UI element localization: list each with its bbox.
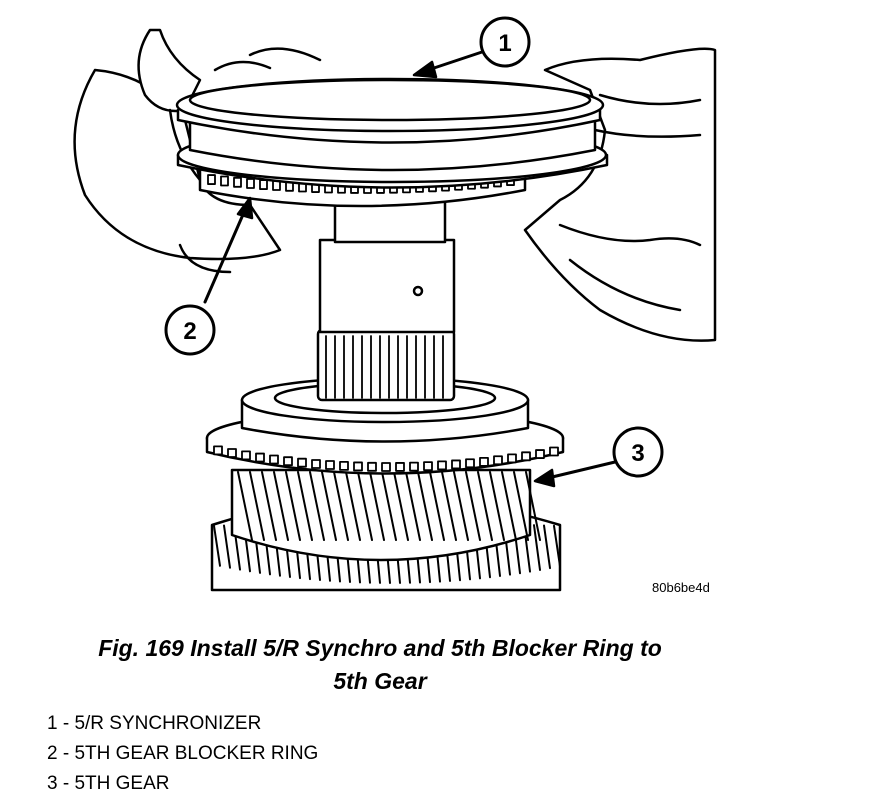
callout-3 — [612, 426, 664, 478]
right-hand — [523, 47, 717, 342]
callout-1-label: 1 — [498, 30, 511, 57]
callout-3-label: 3 — [631, 440, 644, 467]
callout-2 — [164, 304, 216, 356]
figure-caption: Fig. 169 Install 5/R Synchro and 5th Blo… — [0, 632, 760, 698]
legend-item: 1 - 5/R SYNCHRONIZER — [47, 713, 262, 734]
callout-leaders — [203, 50, 617, 488]
synchronizer — [175, 77, 609, 208]
legend-item: 2 - 5TH GEAR BLOCKER RING — [47, 743, 319, 764]
callout-2-label: 2 — [183, 318, 196, 345]
legend-item: 3 - 5TH GEAR — [47, 773, 170, 794]
caption-line-2: 5th Gear — [333, 668, 427, 694]
figure-id: 80b6be4d — [652, 580, 710, 595]
fifth-gear — [205, 376, 565, 592]
synchro-installation-illustration: 1 2 3 — [73, 16, 717, 592]
output-shaft — [316, 188, 456, 402]
callout-1 — [479, 16, 531, 68]
caption-line-1: Fig. 169 Install 5/R Synchro and 5th Blo… — [98, 635, 662, 661]
legend: 1 - 5/R SYNCHRONIZER 2 - 5TH GEAR BLOCKE… — [47, 709, 318, 799]
